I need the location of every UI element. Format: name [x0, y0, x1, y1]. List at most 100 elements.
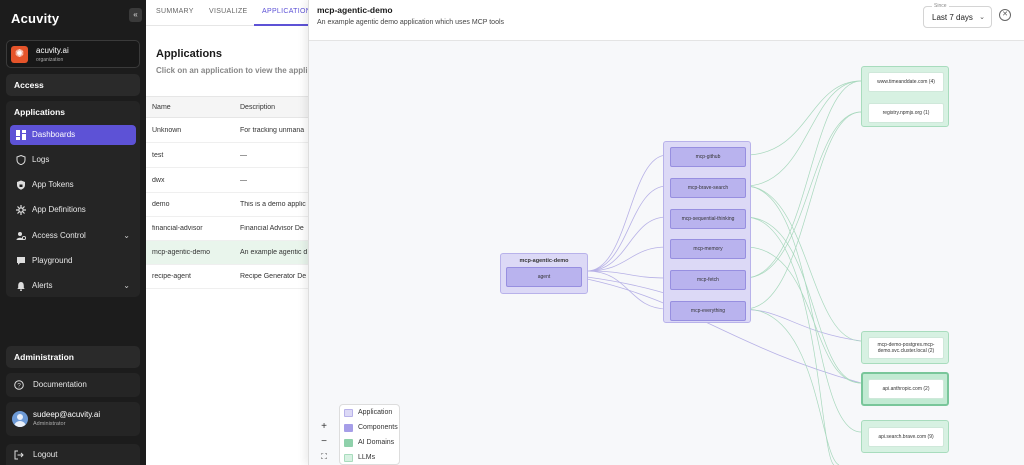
- table-row[interactable]: demo This is a demo applic: [146, 193, 308, 217]
- legend-item-llms: LLMs: [344, 453, 375, 463]
- zoom-in-button[interactable]: +: [321, 421, 327, 432]
- zoom-out-button[interactable]: −: [321, 436, 327, 447]
- page-subtitle: Click on an application to view the appl…: [156, 66, 308, 75]
- domains-group-brave: api.search.brave.com (9): [861, 420, 949, 453]
- svg-text:?: ?: [17, 382, 21, 389]
- cell-name: recipe-agent: [152, 273, 191, 280]
- component-node-mcp-fetch[interactable]: mcp-fetch: [670, 270, 746, 290]
- drawer-title: mcp-agentic-demo: [317, 5, 393, 15]
- component-node-mcp-github[interactable]: mcp-github: [670, 147, 746, 167]
- component-node-mcp-memory[interactable]: mcp-memory: [670, 239, 746, 259]
- user-profile[interactable]: sudeep@acuvity.ai Administrator: [6, 402, 140, 436]
- component-node-mcp-everything[interactable]: mcp-everything: [670, 301, 746, 321]
- sidebar-item-label: App Tokens: [32, 180, 74, 189]
- logout-button[interactable]: Logout: [6, 444, 140, 465]
- logout-icon: [14, 450, 24, 460]
- llm-group-anthropic: api.anthropic.com (2): [861, 372, 949, 406]
- tab-visualize[interactable]: VISUALIZE: [209, 8, 248, 15]
- cell-description: An example agentic d: [240, 249, 308, 256]
- domain-node-brave[interactable]: api.search.brave.com (9): [868, 427, 944, 447]
- domain-node-npmjs[interactable]: registry.npmjs.org (1): [868, 103, 944, 123]
- application-group[interactable]: mcp-agentic-demo agent: [500, 253, 588, 294]
- legend-item-application: Application: [344, 408, 392, 418]
- sidebar-item-label: Alerts: [32, 281, 53, 290]
- applications-section-title: Applications: [14, 107, 66, 117]
- domain-node-postgres[interactable]: mcp-demo-postgres.mcp-demo.svc.cluster.l…: [868, 337, 944, 359]
- fit-view-icon[interactable]: ⛶: [321, 452, 327, 461]
- legend-item-ai-domains: AI Domains: [344, 438, 394, 448]
- dependency-graph[interactable]: mcp-agentic-demo agent mcp-github mcp-br…: [309, 41, 1024, 465]
- cell-name: Unknown: [152, 127, 182, 134]
- sidebar-item-playground[interactable]: Playground: [10, 251, 136, 271]
- sidebar-section-administration[interactable]: Administration: [6, 346, 140, 368]
- sidebar-item-documentation[interactable]: ? Documentation: [6, 373, 140, 397]
- cell-description: Recipe Generator De: [240, 273, 307, 280]
- drawer-header: mcp-agentic-demo An example agentic demo…: [309, 0, 1024, 41]
- gear-icon: [16, 205, 26, 215]
- sidebar-item-alerts[interactable]: Alerts ⌄: [10, 276, 136, 296]
- cell-description: For tracking unmana: [240, 127, 305, 134]
- components-group: mcp-github mcp-brave-search mcp-sequenti…: [663, 141, 751, 323]
- user-role: Administrator: [33, 421, 66, 427]
- sidebar-section-access[interactable]: Access: [6, 74, 140, 96]
- cell-description: —: [240, 152, 247, 159]
- close-icon[interactable]: ✕: [999, 9, 1011, 21]
- main-content: SUMMARY VISUALIZE APPLICATION Applicatio…: [146, 0, 312, 465]
- table-header: Name Description: [146, 96, 308, 118]
- cell-description: This is a demo applic: [240, 201, 306, 208]
- sidebar-item-app-definitions[interactable]: App Definitions: [10, 200, 136, 220]
- shield-lock-icon: [17, 180, 25, 190]
- application-node-agent[interactable]: agent: [506, 267, 582, 287]
- org-type: organization: [36, 57, 64, 63]
- table-row[interactable]: dwx —: [146, 169, 308, 193]
- chat-icon: [17, 257, 25, 265]
- collapse-sidebar-icon[interactable]: «: [129, 8, 142, 22]
- table-row[interactable]: test —: [146, 144, 308, 168]
- sidebar-item-label: Logs: [32, 155, 50, 164]
- chevron-down-icon[interactable]: ⌄: [123, 231, 130, 240]
- avatar: [12, 411, 28, 427]
- column-header-description[interactable]: Description: [240, 104, 276, 111]
- column-header-name[interactable]: Name: [152, 104, 171, 111]
- sidebar-item-dashboards[interactable]: Dashboards: [10, 125, 136, 145]
- component-node-mcp-brave-search[interactable]: mcp-brave-search: [670, 178, 746, 198]
- sidebar-item-app-tokens[interactable]: App Tokens: [10, 175, 136, 195]
- sidebar-item-logs[interactable]: Logs: [10, 150, 136, 170]
- sidebar: Acuvity « ✺ acuvity.ai organization Acce…: [0, 0, 146, 465]
- org-switcher[interactable]: ✺ acuvity.ai organization: [6, 40, 140, 68]
- since-label: Since: [932, 3, 949, 9]
- cell-name: test: [152, 152, 164, 159]
- llm-node-anthropic[interactable]: api.anthropic.com (2): [868, 379, 944, 399]
- cell-name: demo: [152, 201, 170, 208]
- tab-summary[interactable]: SUMMARY: [156, 8, 194, 15]
- cell-description: —: [240, 177, 247, 184]
- component-node-mcp-sequential-thinking[interactable]: mcp-sequential-thinking: [670, 209, 746, 229]
- domain-node-timeanddate[interactable]: www.timeanddate.com (4): [868, 72, 944, 92]
- tab-application[interactable]: APPLICATION: [262, 8, 312, 15]
- table-row[interactable]: financial-advisor Financial Advisor De: [146, 217, 308, 241]
- table-row-selected[interactable]: mcp-agentic-demo An example agentic d: [146, 241, 308, 265]
- table-row[interactable]: Unknown For tracking unmana: [146, 119, 308, 143]
- acuvity-logo[interactable]: Acuvity: [11, 11, 60, 26]
- bell-icon: [17, 282, 25, 291]
- application-group-title: mcp-agentic-demo: [519, 258, 569, 264]
- sidebar-item-access-control[interactable]: Access Control ⌄: [10, 226, 136, 246]
- cell-description: Financial Advisor De: [240, 225, 304, 232]
- cell-name: financial-advisor: [152, 225, 203, 232]
- since-select[interactable]: Since Last 7 days ⌄: [923, 3, 992, 28]
- tab-bar: SUMMARY VISUALIZE APPLICATION: [146, 0, 312, 26]
- table-row[interactable]: recipe-agent Recipe Generator De: [146, 265, 308, 289]
- legend-item-components: Components: [344, 423, 398, 433]
- drawer-description: An example agentic demo application whic…: [317, 19, 505, 26]
- cell-name: mcp-agentic-demo: [152, 249, 210, 256]
- domains-group-top: www.timeanddate.com (4) registry.npmjs.o…: [861, 66, 949, 127]
- domains-group-postgres: mcp-demo-postgres.mcp-demo.svc.cluster.l…: [861, 331, 949, 364]
- sidebar-item-label: App Definitions: [32, 205, 86, 214]
- cell-name: dwx: [152, 177, 165, 184]
- logout-label: Logout: [33, 450, 58, 459]
- chevron-down-icon[interactable]: ⌄: [123, 281, 130, 290]
- dashboard-icon: [16, 130, 26, 140]
- org-name: acuvity.ai: [36, 46, 69, 55]
- access-control-icon: [16, 232, 26, 241]
- shield-icon: [16, 155, 26, 165]
